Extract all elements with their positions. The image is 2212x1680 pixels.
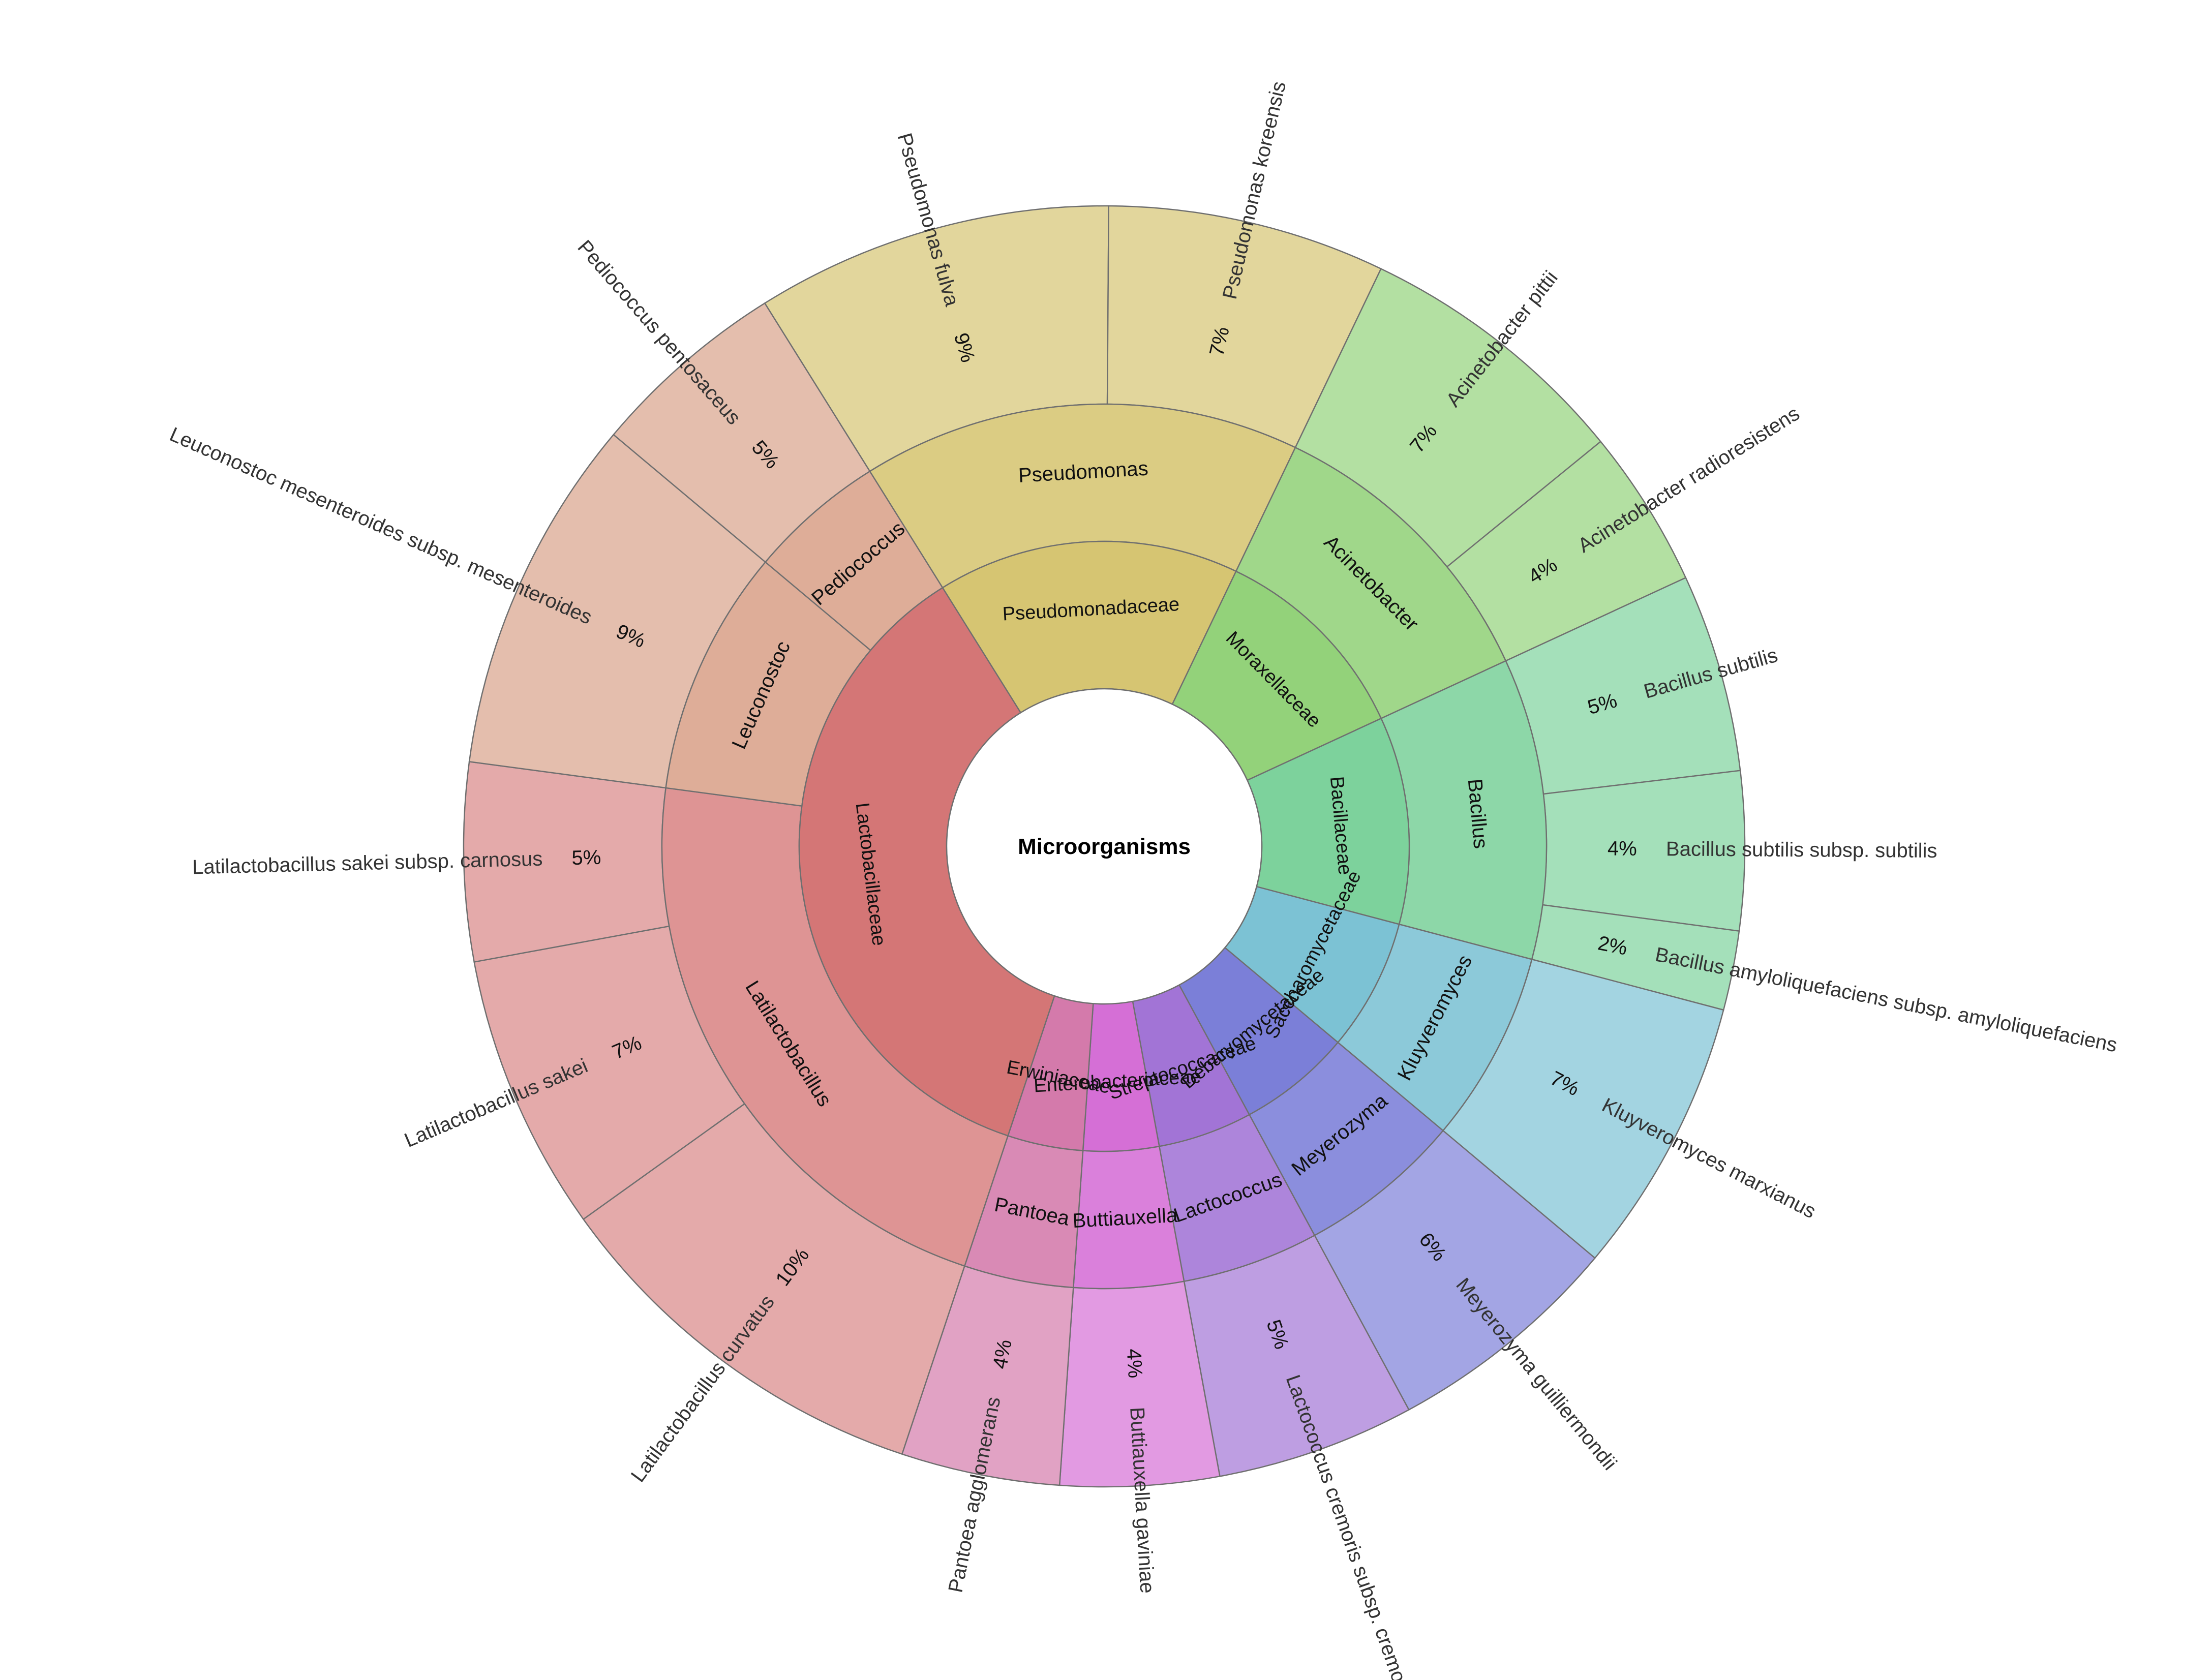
center-hole	[946, 688, 1263, 1005]
percent-label-bacillus-subtilis-subsp-subtilis: 4%	[1608, 837, 1637, 860]
sunburst-rings	[463, 205, 1746, 1488]
species-label-leuconostoc-mesenteroides-subsp-mesenteroides: Leuconostoc mesenteroides subsp. mesente…	[166, 423, 595, 629]
percent-label-pantoea-agglomerans: 4%	[989, 1337, 1016, 1370]
species-label-bacillus-subtilis-subsp-subtilis: Bacillus subtilis subsp. subtilis	[1666, 838, 1937, 862]
center-label: Microorganisms	[1018, 834, 1191, 859]
percent-label-buttiauxella-gaviniae: 4%	[1123, 1348, 1146, 1379]
percent-label-latilactobacillus-sakei-subsp-carnosus: 5%	[571, 846, 601, 869]
